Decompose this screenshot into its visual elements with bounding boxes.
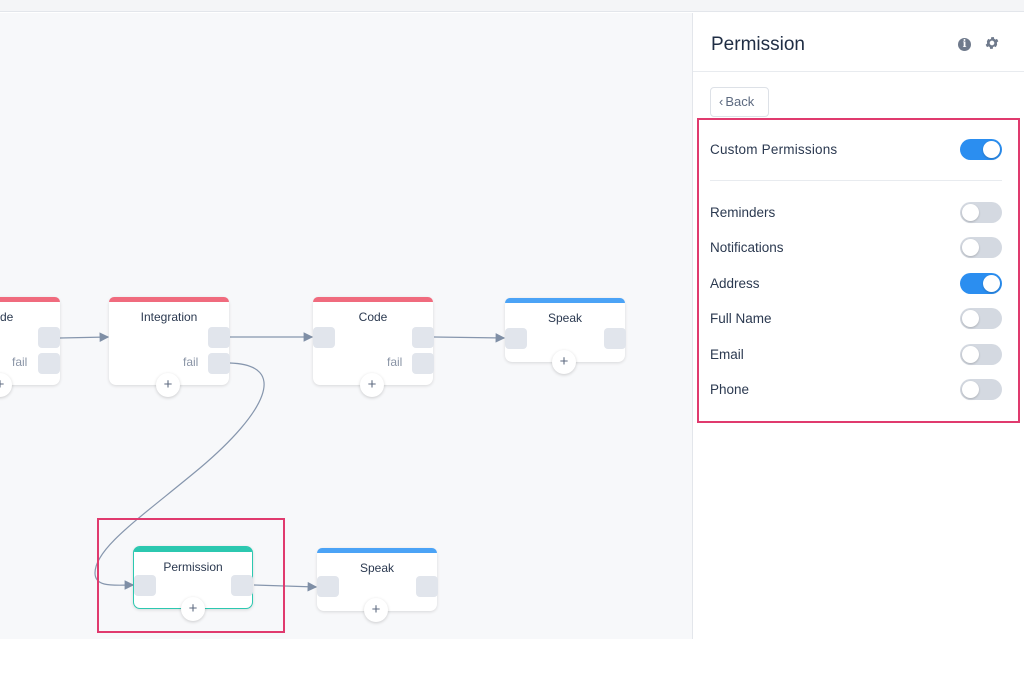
input-port[interactable] [313,327,335,348]
block-color-bar [505,298,625,303]
toggle-knob [962,310,979,327]
permission-label-reminders: Reminders [710,205,776,220]
chevron-left-icon: ‹ [719,94,724,109]
back-button-label: Back [725,94,755,109]
block-title: Code [358,310,388,324]
output-port[interactable] [604,328,626,349]
fail-port[interactable] [38,353,60,374]
add-step-button[interactable]: + [156,373,180,397]
permission-block-highlight [97,518,285,633]
fail-port[interactable] [208,353,230,374]
flow-canvas[interactable]: de fail + Integration fail + Code fail +… [0,13,692,639]
gear-icon[interactable] [984,35,1000,51]
flow-block-partial[interactable]: de fail + [0,297,60,397]
panel-divider [693,71,1024,72]
edge-partial-integration [59,332,110,342]
fail-port[interactable] [412,353,434,374]
permissions-section: Custom Permissions Reminders Notificatio… [697,118,1020,423]
toggle-knob [962,381,979,398]
permission-label-notifications: Notifications [710,240,784,255]
block-color-bar [313,297,433,302]
fail-label: fail [183,355,199,369]
fail-label: fail [387,355,403,369]
info-icon[interactable]: i [958,38,971,51]
add-step-button[interactable]: + [360,373,384,397]
add-step-button[interactable]: + [181,597,205,621]
reminders-toggle[interactable] [960,202,1002,223]
top-bar [0,0,1024,12]
permissions-highlight [697,118,1020,423]
flow-block-speak[interactable]: Speak + [505,298,626,374]
section-divider [710,180,1002,181]
flow-block-permission[interactable]: Permission + [133,546,253,621]
block-title: de [0,310,14,324]
toggle-knob [983,141,1000,158]
block-title: Integration [140,310,198,324]
custom-permissions-label: Custom Permissions [710,142,838,157]
flow-block-speak[interactable]: Speak + [317,548,438,622]
input-port[interactable] [505,328,527,349]
block-title: Speak [547,311,583,325]
success-port[interactable] [412,327,434,348]
permission-label-address: Address [710,276,760,291]
success-port[interactable] [208,327,230,348]
block-color-bar [0,297,60,302]
edge-code-speak [433,333,506,343]
permission-label-email: Email [710,347,744,362]
toggle-knob [983,275,1000,292]
fail-label: fail [12,355,28,369]
block-color-bar [134,547,252,552]
output-port[interactable] [416,576,438,597]
block-title: Permission [163,560,223,574]
toggle-knob [962,346,979,363]
input-port[interactable] [134,575,156,596]
phone-toggle[interactable] [960,379,1002,400]
add-step-button[interactable]: + [0,373,12,397]
block-color-bar [317,548,437,553]
block-title: Speak [359,561,395,575]
add-step-button[interactable]: + [552,350,576,374]
editor-panel: Permission i ‹Back Custom Permissions Re… [692,13,1024,639]
permission-label-phone: Phone [710,382,750,397]
toggle-knob [962,204,979,221]
panel-title: Permission [711,34,805,55]
full-name-toggle[interactable] [960,308,1002,329]
custom-permissions-toggle[interactable] [960,139,1002,160]
success-port[interactable] [38,327,60,348]
flow-block-integration[interactable]: Integration fail + [109,297,230,397]
output-port[interactable] [231,575,253,596]
notifications-toggle[interactable] [960,237,1002,258]
flow-block-code[interactable]: Code fail + [313,297,434,397]
block-color-bar [109,297,229,302]
address-toggle[interactable] [960,273,1002,294]
permission-label-full-name: Full Name [710,311,772,326]
email-toggle[interactable] [960,344,1002,365]
toggle-knob [962,239,979,256]
back-button[interactable]: ‹Back [710,87,769,117]
input-port[interactable] [317,576,339,597]
add-step-button[interactable]: + [364,598,388,622]
